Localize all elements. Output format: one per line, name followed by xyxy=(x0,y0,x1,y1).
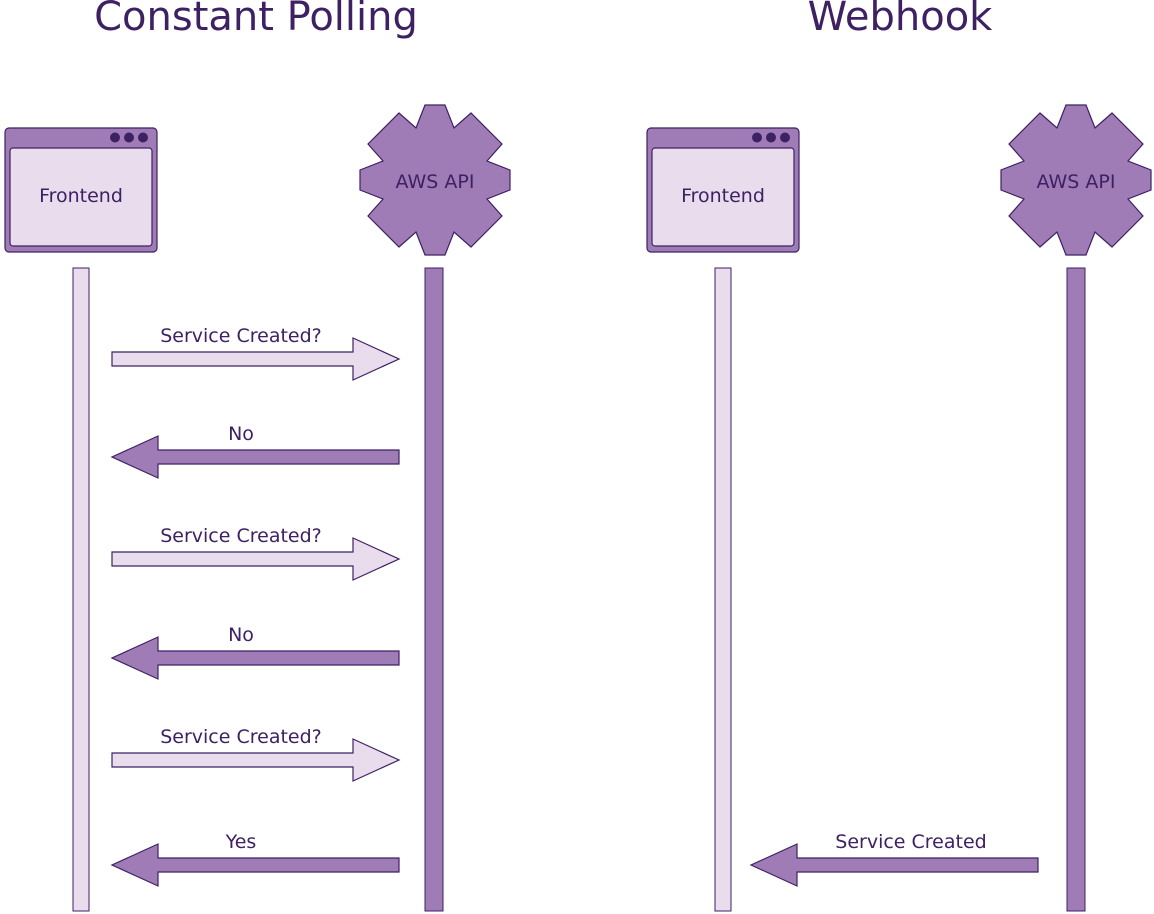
webhook-api-lifeline xyxy=(1066,267,1086,912)
webhook-api-label: AWS API xyxy=(1037,171,1116,193)
polling-title: Constant Polling xyxy=(94,0,418,40)
webhook-title: Webhook xyxy=(808,0,994,40)
polling-message-label: No xyxy=(228,423,254,445)
polling-message-arrow xyxy=(110,843,400,887)
webhook-messages: Service Created xyxy=(749,831,1039,887)
polling-frontend-label: Frontend xyxy=(39,185,123,207)
webhook-frontend-window-icon xyxy=(646,127,800,253)
webhook-panel: Webhook Frontend AWS API Service Created xyxy=(646,0,1152,912)
webhook-api-gear-icon xyxy=(1000,104,1152,256)
webhook-frontend-lifeline xyxy=(714,267,732,912)
polling-frontend-window-icon xyxy=(4,127,158,253)
polling-message-arrow xyxy=(110,435,400,479)
polling-api-gear-icon xyxy=(359,104,511,256)
webhook-frontend-label: Frontend xyxy=(681,185,765,207)
webhook-message-arrow xyxy=(749,843,1039,887)
polling-message-label: Service Created? xyxy=(160,525,322,547)
polling-message-label: Service Created? xyxy=(160,325,322,347)
polling-api-label: AWS API xyxy=(396,171,475,193)
polling-message-arrow xyxy=(111,337,401,381)
polling-panel: Constant Polling Frontend AWS API Servic… xyxy=(4,0,511,912)
polling-frontend-lifeline xyxy=(72,267,90,912)
polling-message-label: Yes xyxy=(225,831,257,853)
polling-message-label: Service Created? xyxy=(160,726,322,748)
polling-message-arrow xyxy=(111,738,401,782)
webhook-message-label: Service Created xyxy=(835,831,986,853)
polling-message-label: No xyxy=(228,624,254,646)
polling-message-arrow xyxy=(111,537,401,581)
polling-message-arrow xyxy=(110,636,400,680)
polling-api-lifeline xyxy=(424,267,444,912)
